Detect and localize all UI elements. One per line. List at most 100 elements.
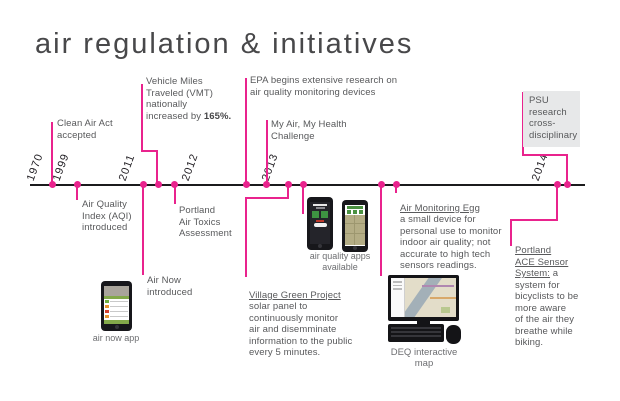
keyboard-image xyxy=(388,324,444,342)
event-vmt: Vehicle Miles Traveled (VMT) nationally … xyxy=(146,76,231,122)
timeline-dot-air-now xyxy=(140,181,147,188)
event-my-air-my-health: My Air, My Health Challenge xyxy=(271,119,347,142)
timeline-dot-clean-air-act xyxy=(49,181,56,188)
air-now-screen-row xyxy=(104,299,129,304)
year-label-2013: 2013 xyxy=(259,151,281,183)
timeline-dot-deq-map xyxy=(378,181,385,188)
mouse-image xyxy=(446,325,461,344)
air-now-screen-row xyxy=(104,304,129,309)
connector-egg xyxy=(395,186,397,193)
event-ace-text: a system for bicyclists to be more aware… xyxy=(515,268,579,348)
row-text-line xyxy=(110,300,128,303)
event-village-green-title: Village Green Project xyxy=(249,289,341,301)
monitor-stand xyxy=(417,321,430,326)
air-now-screen-row xyxy=(104,309,129,314)
event-aqi: Air Quality Index (AQI) introduced xyxy=(82,199,132,233)
aq-phone-2-screen xyxy=(345,205,365,246)
aq-apps-phone-image-1 xyxy=(307,197,333,250)
deq-monitor-image xyxy=(388,275,459,321)
panel-line xyxy=(393,284,402,286)
psu-research-box: PSU research cross- disciplinary xyxy=(523,91,580,147)
connector-ace-elbow xyxy=(510,219,558,221)
caption-air-now-app: air now app xyxy=(92,333,140,343)
air-now-phone-image xyxy=(101,281,132,331)
aqi-tile-green xyxy=(359,210,363,214)
map-road xyxy=(345,223,365,224)
aqi-level-square-orange xyxy=(105,304,109,309)
year-label-2012: 2012 xyxy=(179,151,201,183)
connector-vmt-upper xyxy=(141,84,143,152)
aqi-level-square-red xyxy=(105,309,109,314)
page-title: air regulation & initiatives xyxy=(35,28,414,60)
air-now-screen-row xyxy=(104,314,129,319)
event-vmt-text: Vehicle Miles Traveled (VMT) nationally … xyxy=(146,76,214,122)
timeline-axis xyxy=(30,184,585,187)
connector-my-air xyxy=(266,120,268,186)
connector-village-green-elbow xyxy=(245,197,289,199)
connector-psu-elbow xyxy=(522,154,568,156)
timeline-dot-aq-apps xyxy=(300,181,307,188)
timeline-dot-vmt xyxy=(155,181,162,188)
air-now-phone-screen xyxy=(104,286,129,324)
connector-air-now xyxy=(142,186,144,275)
year-label-2014: 2014 xyxy=(529,151,551,183)
timeline-dot-air-toxics xyxy=(171,181,178,188)
map-road-orange xyxy=(430,297,456,299)
caption-deq-map: DEQ interactive map xyxy=(390,347,458,369)
air-now-screen-headerbar xyxy=(104,296,129,299)
air-now-screen-photo xyxy=(104,286,129,296)
event-portland-air-toxics: Portland Air Toxics Assessment xyxy=(179,205,232,239)
connector-air-toxics xyxy=(174,186,176,204)
phone-home-button xyxy=(318,244,322,248)
keyboard-key-row xyxy=(391,327,441,329)
map-road xyxy=(354,215,355,245)
app-title-line xyxy=(313,204,327,206)
app-subtitle-line xyxy=(315,207,325,209)
keyboard-key-row xyxy=(391,335,441,337)
event-village-green-text: solar panel to continuously monitor air … xyxy=(249,301,353,358)
row-text-line xyxy=(110,315,128,318)
aqi-level-square-orange xyxy=(105,314,109,319)
aqi-tile-green xyxy=(353,210,357,214)
air-now-screen-footerbar xyxy=(104,320,129,324)
aqi-level-square-green xyxy=(105,299,109,304)
event-egg-title: Air Monitoring Egg xyxy=(400,202,480,214)
aqi-tile-green xyxy=(312,210,319,218)
year-label-1970: 1970 xyxy=(24,151,46,183)
timeline-dot-village-green xyxy=(285,181,292,188)
panel-line xyxy=(393,281,402,283)
caption-aq-apps: air quality apps available xyxy=(309,251,371,272)
connector-psu-lower xyxy=(566,154,568,186)
timeline-dot-aqi xyxy=(74,181,81,188)
connector-deq-map xyxy=(380,186,382,276)
event-vmt-bold: 165%. xyxy=(203,110,232,122)
row-text-line xyxy=(110,305,128,308)
phone-home-button xyxy=(353,246,357,250)
app-button xyxy=(313,222,327,227)
connector-vmt-lower xyxy=(156,150,158,186)
app-header-button xyxy=(347,206,363,209)
connector-village-green-upper xyxy=(287,186,289,199)
deq-monitor-screen xyxy=(391,278,456,317)
timeline-dot-egg xyxy=(393,181,400,188)
map-park-patch xyxy=(441,307,450,313)
map-side-panel xyxy=(391,278,405,317)
event-clean-air-act: Clean Air Act accepted xyxy=(57,118,113,141)
event-epa-research: EPA begins extensive research on air qua… xyxy=(250,75,398,98)
year-label-2011: 2011 xyxy=(116,152,138,183)
keyboard-key-row xyxy=(391,331,441,333)
connector-village-green-lower xyxy=(245,197,247,277)
connector-ace-lower xyxy=(510,219,512,246)
aq-phone-1-screen xyxy=(310,202,330,244)
connector-aq-apps xyxy=(302,186,304,214)
connector-ace-upper xyxy=(556,186,558,221)
connector-clean-air-act xyxy=(51,122,53,184)
event-portland-ace: Portland ACE Sensor System: a system for… xyxy=(515,245,578,349)
timeline-dot-portland-ace xyxy=(554,181,561,188)
aqi-tile-green xyxy=(347,210,351,214)
aqi-tiles xyxy=(345,210,365,214)
connector-epa xyxy=(245,78,247,186)
